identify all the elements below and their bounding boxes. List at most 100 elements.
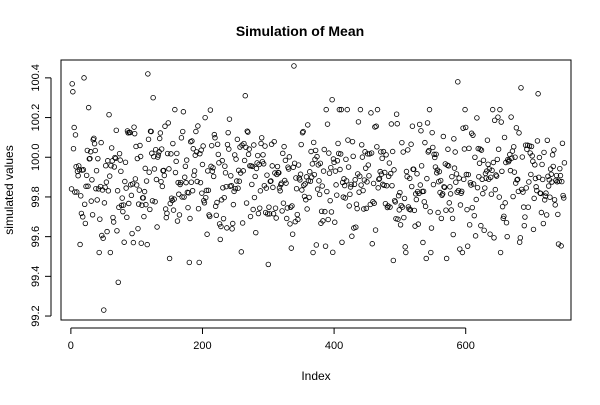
- data-point: [379, 155, 385, 162]
- data-point: [337, 151, 344, 157]
- data-point: [100, 235, 106, 241]
- data-point: [459, 249, 466, 256]
- data-point: [411, 166, 417, 172]
- data-point: [182, 174, 188, 180]
- data-point: [98, 139, 104, 146]
- data-point: [393, 111, 400, 117]
- data-point: [130, 181, 136, 187]
- data-point: [494, 156, 500, 163]
- data-point: [97, 216, 103, 222]
- data-point: [332, 168, 339, 174]
- data-point: [203, 187, 210, 194]
- data-point: [164, 210, 170, 217]
- data-point: [372, 227, 379, 233]
- data-point: [244, 128, 250, 134]
- data-point: [345, 164, 352, 170]
- data-point: [219, 157, 225, 164]
- data-point: [472, 154, 478, 160]
- data-point: [420, 239, 426, 246]
- data-point: [205, 168, 211, 174]
- data-point: [106, 111, 112, 118]
- data-point: [338, 106, 345, 113]
- data-point: [361, 206, 367, 212]
- data-point: [363, 205, 370, 212]
- data-point: [95, 155, 101, 162]
- data-point: [172, 106, 178, 113]
- data-point: [317, 160, 323, 166]
- y-tick-label: 99.6: [30, 226, 42, 247]
- data-point: [129, 230, 135, 237]
- data-point: [359, 154, 366, 160]
- data-point: [299, 129, 306, 136]
- data-point: [152, 198, 158, 205]
- data-point: [310, 249, 316, 256]
- data-point: [264, 172, 270, 178]
- data-point: [374, 106, 381, 113]
- data-point: [426, 106, 433, 113]
- data-point: [203, 194, 209, 201]
- data-point: [229, 226, 235, 232]
- data-point: [511, 144, 517, 150]
- data-point: [147, 206, 153, 213]
- data-point: [191, 168, 198, 174]
- data-point: [460, 125, 466, 131]
- data-point: [463, 171, 470, 178]
- data-point: [301, 182, 307, 188]
- data-point: [172, 169, 179, 176]
- data-point: [210, 165, 216, 171]
- data-point: [445, 163, 452, 169]
- data-point: [488, 174, 494, 180]
- data-point: [225, 129, 231, 136]
- data-point: [365, 162, 372, 168]
- data-point: [162, 206, 169, 212]
- data-point: [399, 204, 406, 210]
- data-point: [268, 141, 275, 147]
- data-point: [334, 192, 340, 198]
- data-point: [428, 225, 435, 231]
- data-point: [170, 140, 176, 147]
- data-point: [561, 195, 567, 201]
- data-point: [468, 182, 474, 188]
- data-point: [306, 194, 312, 201]
- data-point: [96, 249, 102, 256]
- data-point: [341, 182, 348, 189]
- data-point: [249, 181, 255, 188]
- data-point: [530, 226, 537, 233]
- data-point: [462, 106, 468, 113]
- data-point: [409, 183, 415, 190]
- data-point: [370, 180, 377, 187]
- data-point: [543, 190, 549, 196]
- data-point: [467, 180, 474, 186]
- data-point: [300, 128, 306, 135]
- x-tick-label: 600: [457, 340, 475, 352]
- data-point: [465, 171, 472, 178]
- data-point: [318, 208, 325, 215]
- data-point: [161, 172, 168, 179]
- data-point: [374, 144, 380, 150]
- data-point: [213, 212, 219, 219]
- data-point: [199, 190, 205, 196]
- data-point: [471, 212, 477, 219]
- data-point: [513, 125, 520, 131]
- data-point: [91, 140, 98, 147]
- data-point: [343, 156, 349, 163]
- data-point: [478, 147, 485, 153]
- y-tick-label: 99.8: [30, 186, 42, 207]
- data-point: [327, 197, 333, 204]
- data-point: [354, 205, 360, 212]
- data-point: [71, 124, 77, 131]
- data-point: [68, 186, 75, 192]
- data-point: [207, 213, 213, 220]
- data-point: [368, 150, 375, 156]
- data-point: [403, 249, 409, 256]
- data-point: [263, 185, 270, 191]
- data-point: [495, 146, 502, 152]
- data-point: [438, 177, 444, 184]
- data-point: [141, 213, 147, 220]
- data-point: [416, 121, 423, 128]
- data-point: [547, 194, 553, 200]
- data-point: [223, 183, 229, 190]
- data-point: [512, 154, 518, 160]
- data-point: [445, 146, 451, 152]
